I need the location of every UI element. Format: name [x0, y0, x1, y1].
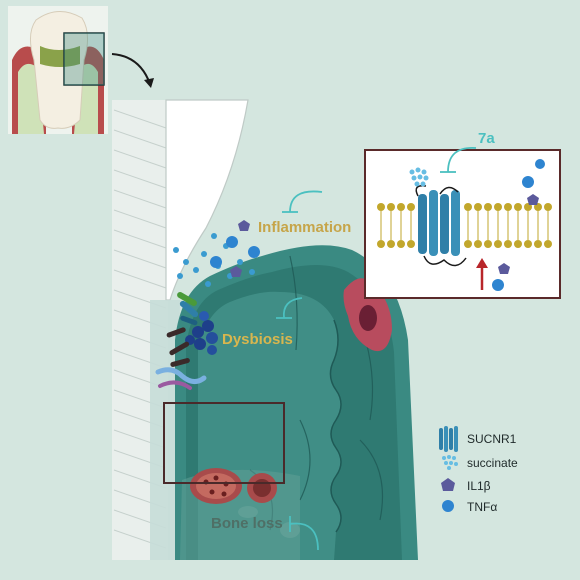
legend-il1b-label: IL1β [467, 479, 491, 493]
membrane-inset [364, 147, 561, 299]
legend-succinate-label: succinate [467, 456, 518, 470]
dysbiosis-inhibitor [276, 297, 303, 319]
dysbiosis-label: Dysbiosis [222, 331, 293, 348]
tooth-thumbnail [8, 6, 108, 134]
receptor-icon [439, 426, 458, 452]
il1-beta-molecules [230, 220, 250, 277]
blue-blob-icon [442, 500, 454, 512]
sucnr1-receptor [415, 184, 467, 267]
inflammation-inhibitor [282, 190, 323, 213]
tnf-alpha-molecules [210, 236, 260, 268]
bone-region-box [163, 402, 285, 484]
legend-sucnr1-label: SUCNR1 [467, 432, 517, 446]
dots-icon [442, 455, 458, 470]
tooth-crown [165, 99, 249, 301]
zoom-region-box [63, 32, 105, 86]
root-hatching [113, 109, 167, 549]
osteoclast-cells [190, 468, 300, 538]
legend [439, 426, 458, 512]
pentagon-icon [441, 478, 455, 491]
inset-code-label: 7a [478, 130, 495, 147]
bone-loss-label: Bone loss [211, 515, 283, 532]
bone-loss-inhibitor [289, 516, 319, 551]
bacteria-cluster [155, 292, 218, 390]
legend-tnfa-label: TNFα [467, 500, 498, 514]
inflammation-label: Inflammation [258, 219, 352, 236]
